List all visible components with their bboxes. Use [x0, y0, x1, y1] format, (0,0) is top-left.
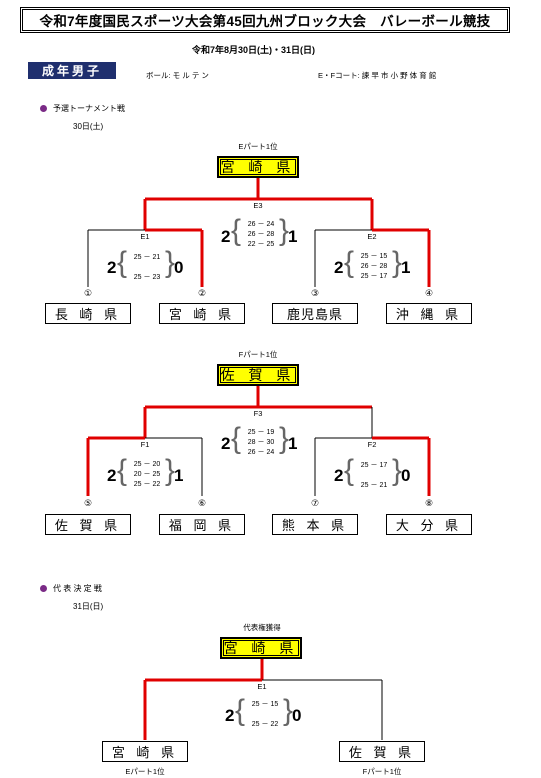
brace-open-icon: { [231, 214, 242, 247]
e1-code: E1 [140, 232, 150, 241]
brace-open-icon: { [235, 694, 246, 727]
final-team-box-saga: 佐 賀 県 [339, 741, 425, 762]
team-box-okinawa: 沖 縄 県 [386, 303, 472, 324]
final-label: 代表権獲得 [243, 623, 281, 632]
f1-right-score: 1 [174, 466, 184, 485]
prelim-heading: 予選トーナメント戦 [40, 103, 125, 114]
e1-right-score: 0 [174, 258, 184, 277]
brace-close-icon: } [392, 246, 403, 279]
brace-open-icon: { [117, 246, 128, 279]
bracket-final-lines [143, 659, 383, 740]
f2-sets: 25 － 17 25 － 21 [360, 462, 388, 489]
event-date: 令和7年8月30日(土)・31日(日) [192, 45, 316, 55]
e-final-code: E3 [253, 201, 263, 210]
e-final-right-score: 1 [288, 227, 298, 246]
e-winner-box: 宮 崎 県 [217, 156, 299, 178]
finals-day: 31日(日) [73, 602, 104, 611]
e-final-left-score: 2 [221, 227, 231, 246]
team-number: ⑤ [83, 498, 93, 508]
team-number: ③ [310, 288, 320, 298]
f1-left-score: 2 [107, 466, 117, 485]
brace-close-icon: } [165, 246, 176, 279]
team-number: ⑧ [424, 498, 434, 508]
f2-code: F2 [367, 440, 377, 449]
brace-open-icon: { [344, 246, 355, 279]
team-box-fukuoka: 福 岡 県 [159, 514, 245, 535]
brace-open-icon: { [117, 454, 128, 487]
team-number: ⑥ [197, 498, 207, 508]
bracket-f-lines [86, 386, 431, 496]
brace-close-icon: } [392, 454, 403, 487]
team-box-kagoshima: 鹿児島県 [272, 303, 358, 324]
e2-right-score: 1 [401, 258, 411, 277]
team-number: ⑦ [310, 498, 320, 508]
final-team-box-miyazaki: 宮 崎 県 [102, 741, 188, 762]
finals-heading: 代 表 決 定 戦 [40, 583, 102, 594]
e2-left-score: 2 [334, 258, 344, 277]
team-box-nagasaki: 長 崎 県 [45, 303, 131, 324]
team-number: ① [83, 288, 93, 298]
page-title: 令和7年度国民スポーツ大会第45回九州ブロック大会 バレーボール競技 [20, 7, 510, 33]
final-left-score: 2 [225, 706, 235, 725]
f-part-label: Fパート1位 [238, 350, 278, 359]
team-box-oita: 大 分 県 [386, 514, 472, 535]
ball-info: ボール: モ ル テ ン [146, 71, 209, 80]
f2-left-score: 2 [334, 466, 344, 485]
e1-sets: 25 － 21 25 － 23 [133, 254, 161, 281]
final-right-score: 0 [292, 706, 302, 725]
f1-code: F1 [140, 440, 150, 449]
final-sets: 25 － 15 25 － 22 [251, 701, 279, 728]
brace-open-icon: { [344, 454, 355, 487]
team-box-miyazaki: 宮 崎 県 [159, 303, 245, 324]
prelim-day: 30日(土) [73, 122, 104, 131]
final-team-sub: Eパート1位 [125, 767, 165, 776]
e1-left-score: 2 [107, 258, 117, 277]
team-number: ④ [424, 288, 434, 298]
category-badge: 成年男子 [28, 62, 116, 79]
brace-close-icon: } [279, 422, 290, 455]
brace-close-icon: } [279, 214, 290, 247]
e-part-label: Eパート1位 [238, 142, 278, 151]
final-winner-box: 宮 崎 県 [220, 637, 302, 659]
brace-open-icon: { [231, 422, 242, 455]
brace-close-icon: } [283, 694, 294, 727]
final-match-code: E1 [257, 682, 267, 691]
court-info: E・Fコート: 諫 早 市 小 野 体 育 館 [318, 71, 437, 80]
bullet-icon [40, 585, 47, 593]
team-box-saga: 佐 賀 県 [45, 514, 131, 535]
f-winner-box: 佐 賀 県 [217, 364, 299, 386]
f2-right-score: 0 [401, 466, 411, 485]
e2-code: E2 [367, 232, 377, 241]
bullet-icon [40, 105, 47, 113]
bracket-e-lines [87, 178, 431, 287]
f-final-right-score: 1 [288, 434, 298, 453]
team-number: ② [197, 288, 207, 298]
f-final-left-score: 2 [221, 434, 231, 453]
f-final-code: F3 [253, 409, 263, 418]
team-box-kumamoto: 熊 本 県 [272, 514, 358, 535]
brace-close-icon: } [165, 454, 176, 487]
final-team-sub: Fパート1位 [362, 767, 402, 776]
